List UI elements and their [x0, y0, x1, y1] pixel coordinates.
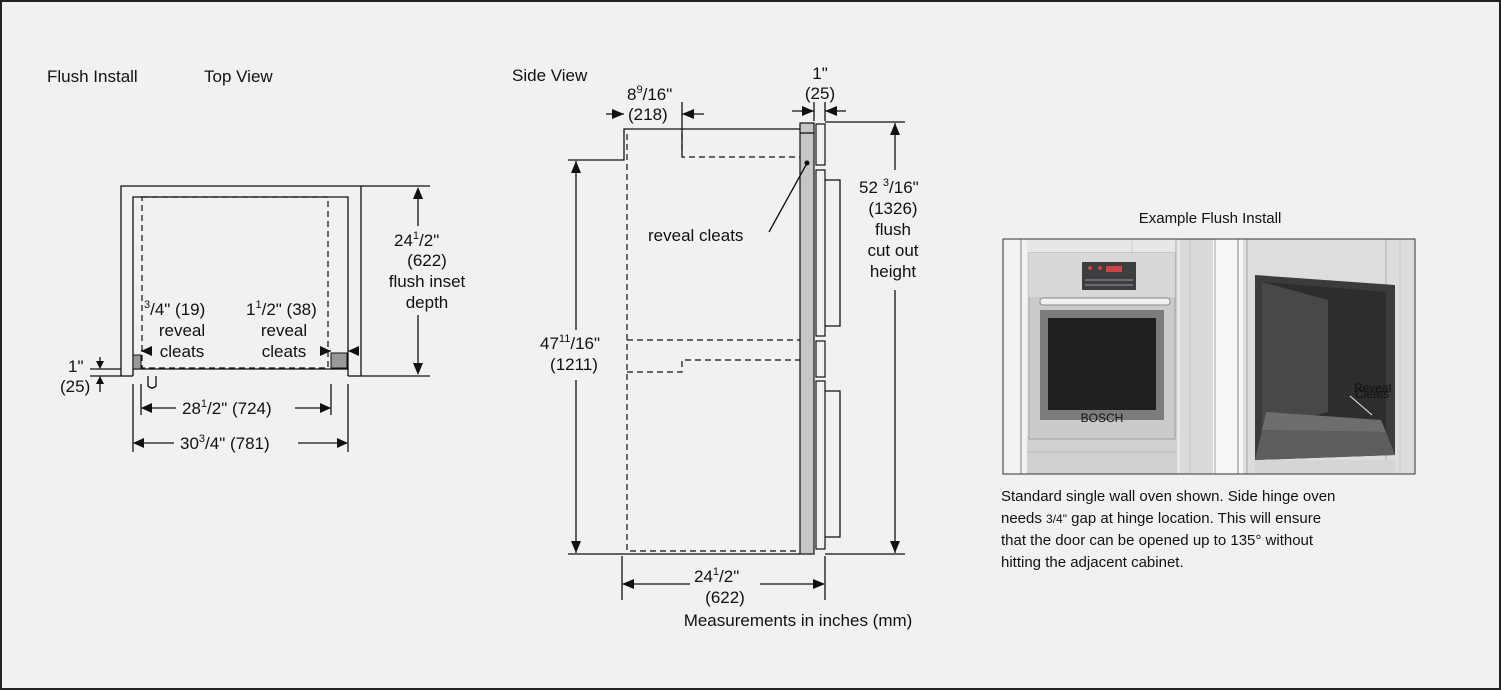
top-depth-dimension	[361, 185, 430, 377]
side-height-label-2: cut out	[867, 241, 918, 260]
offset-value: 1"	[68, 357, 84, 376]
side-height-dimension	[825, 121, 905, 555]
caption-line-1: Standard single wall oven shown. Side hi…	[1001, 488, 1335, 505]
right-cleat-block	[330, 352, 348, 369]
example-photo: BOSCH Reveal Cleats	[1003, 239, 1415, 474]
side-bottom-depth-value: 241/2"	[694, 566, 739, 586]
left-cleat-label-2: cleats	[160, 342, 204, 361]
offset-mm: (25)	[60, 377, 90, 396]
inner-width-dimension	[140, 384, 332, 415]
caption-line-2: needs 3/4" gap at hinge location. This w…	[1001, 510, 1321, 527]
side-height-label-1: flush	[875, 220, 911, 239]
example-photo-border	[1002, 238, 1416, 475]
top-depth-label-1: flush inset	[389, 272, 466, 291]
svg-text:BOSCH: BOSCH	[1081, 411, 1124, 425]
svg-text:Reveal: Reveal	[1354, 381, 1391, 395]
example-title: Example Flush Install	[1139, 210, 1282, 227]
side-bottom-depth-mm: (622)	[705, 588, 745, 607]
side-height-label-3: height	[870, 262, 917, 281]
caption-line-4: hitting the adjacent cabinet.	[1001, 554, 1184, 571]
side-body-height-dimension	[571, 161, 581, 553]
caption-line-3: that the door can be opened up to 135° w…	[1001, 532, 1314, 549]
inner-width-value: 281/2" (724)	[182, 398, 272, 418]
side-top-depth-mm: (218)	[628, 105, 668, 124]
oven-front-panel	[799, 122, 815, 555]
outer-width-value: 303/4" (781)	[180, 433, 270, 453]
svg-text:Cleats: Cleats	[1355, 387, 1389, 401]
side-door-mm: (25)	[805, 84, 835, 103]
left-cleat-size: 3/4" (19)	[144, 299, 205, 319]
flush-install-label: Flush Install	[47, 67, 138, 86]
left-cleat-block	[132, 354, 142, 370]
top-view-label: Top View	[204, 67, 273, 86]
right-cleat-label-1: reveal	[261, 321, 307, 340]
side-view-drawing	[568, 122, 841, 555]
side-reveal-cleats-label: reveal cleats	[648, 226, 743, 245]
side-view-label: Side View	[512, 66, 588, 85]
side-top-depth-dimension	[606, 102, 704, 155]
right-cleat-size: 11/2" (38)	[246, 299, 317, 319]
side-body-height-value: 4711/16"	[540, 333, 600, 353]
left-cleat-label-1: reveal	[159, 321, 205, 340]
side-door-value: 1"	[812, 64, 828, 83]
side-body-height-mm: (1211)	[550, 355, 598, 374]
top-view-drawing	[120, 185, 362, 389]
top-depth-mm: (622)	[407, 251, 447, 270]
top-depth-value: 241/2"	[394, 230, 439, 250]
outer-width-dimension	[132, 384, 349, 452]
right-cleat-label-2: cleats	[262, 342, 306, 361]
offset-dimension	[90, 357, 121, 392]
top-depth-label-2: depth	[406, 293, 449, 312]
side-top-depth-value: 89/16"	[627, 84, 672, 104]
side-height-mm: (1326)	[868, 199, 917, 218]
side-bottom-depth-dimension	[621, 556, 826, 600]
side-door-dimension	[792, 102, 846, 121]
units-note: Measurements in inches (mm)	[684, 611, 913, 630]
